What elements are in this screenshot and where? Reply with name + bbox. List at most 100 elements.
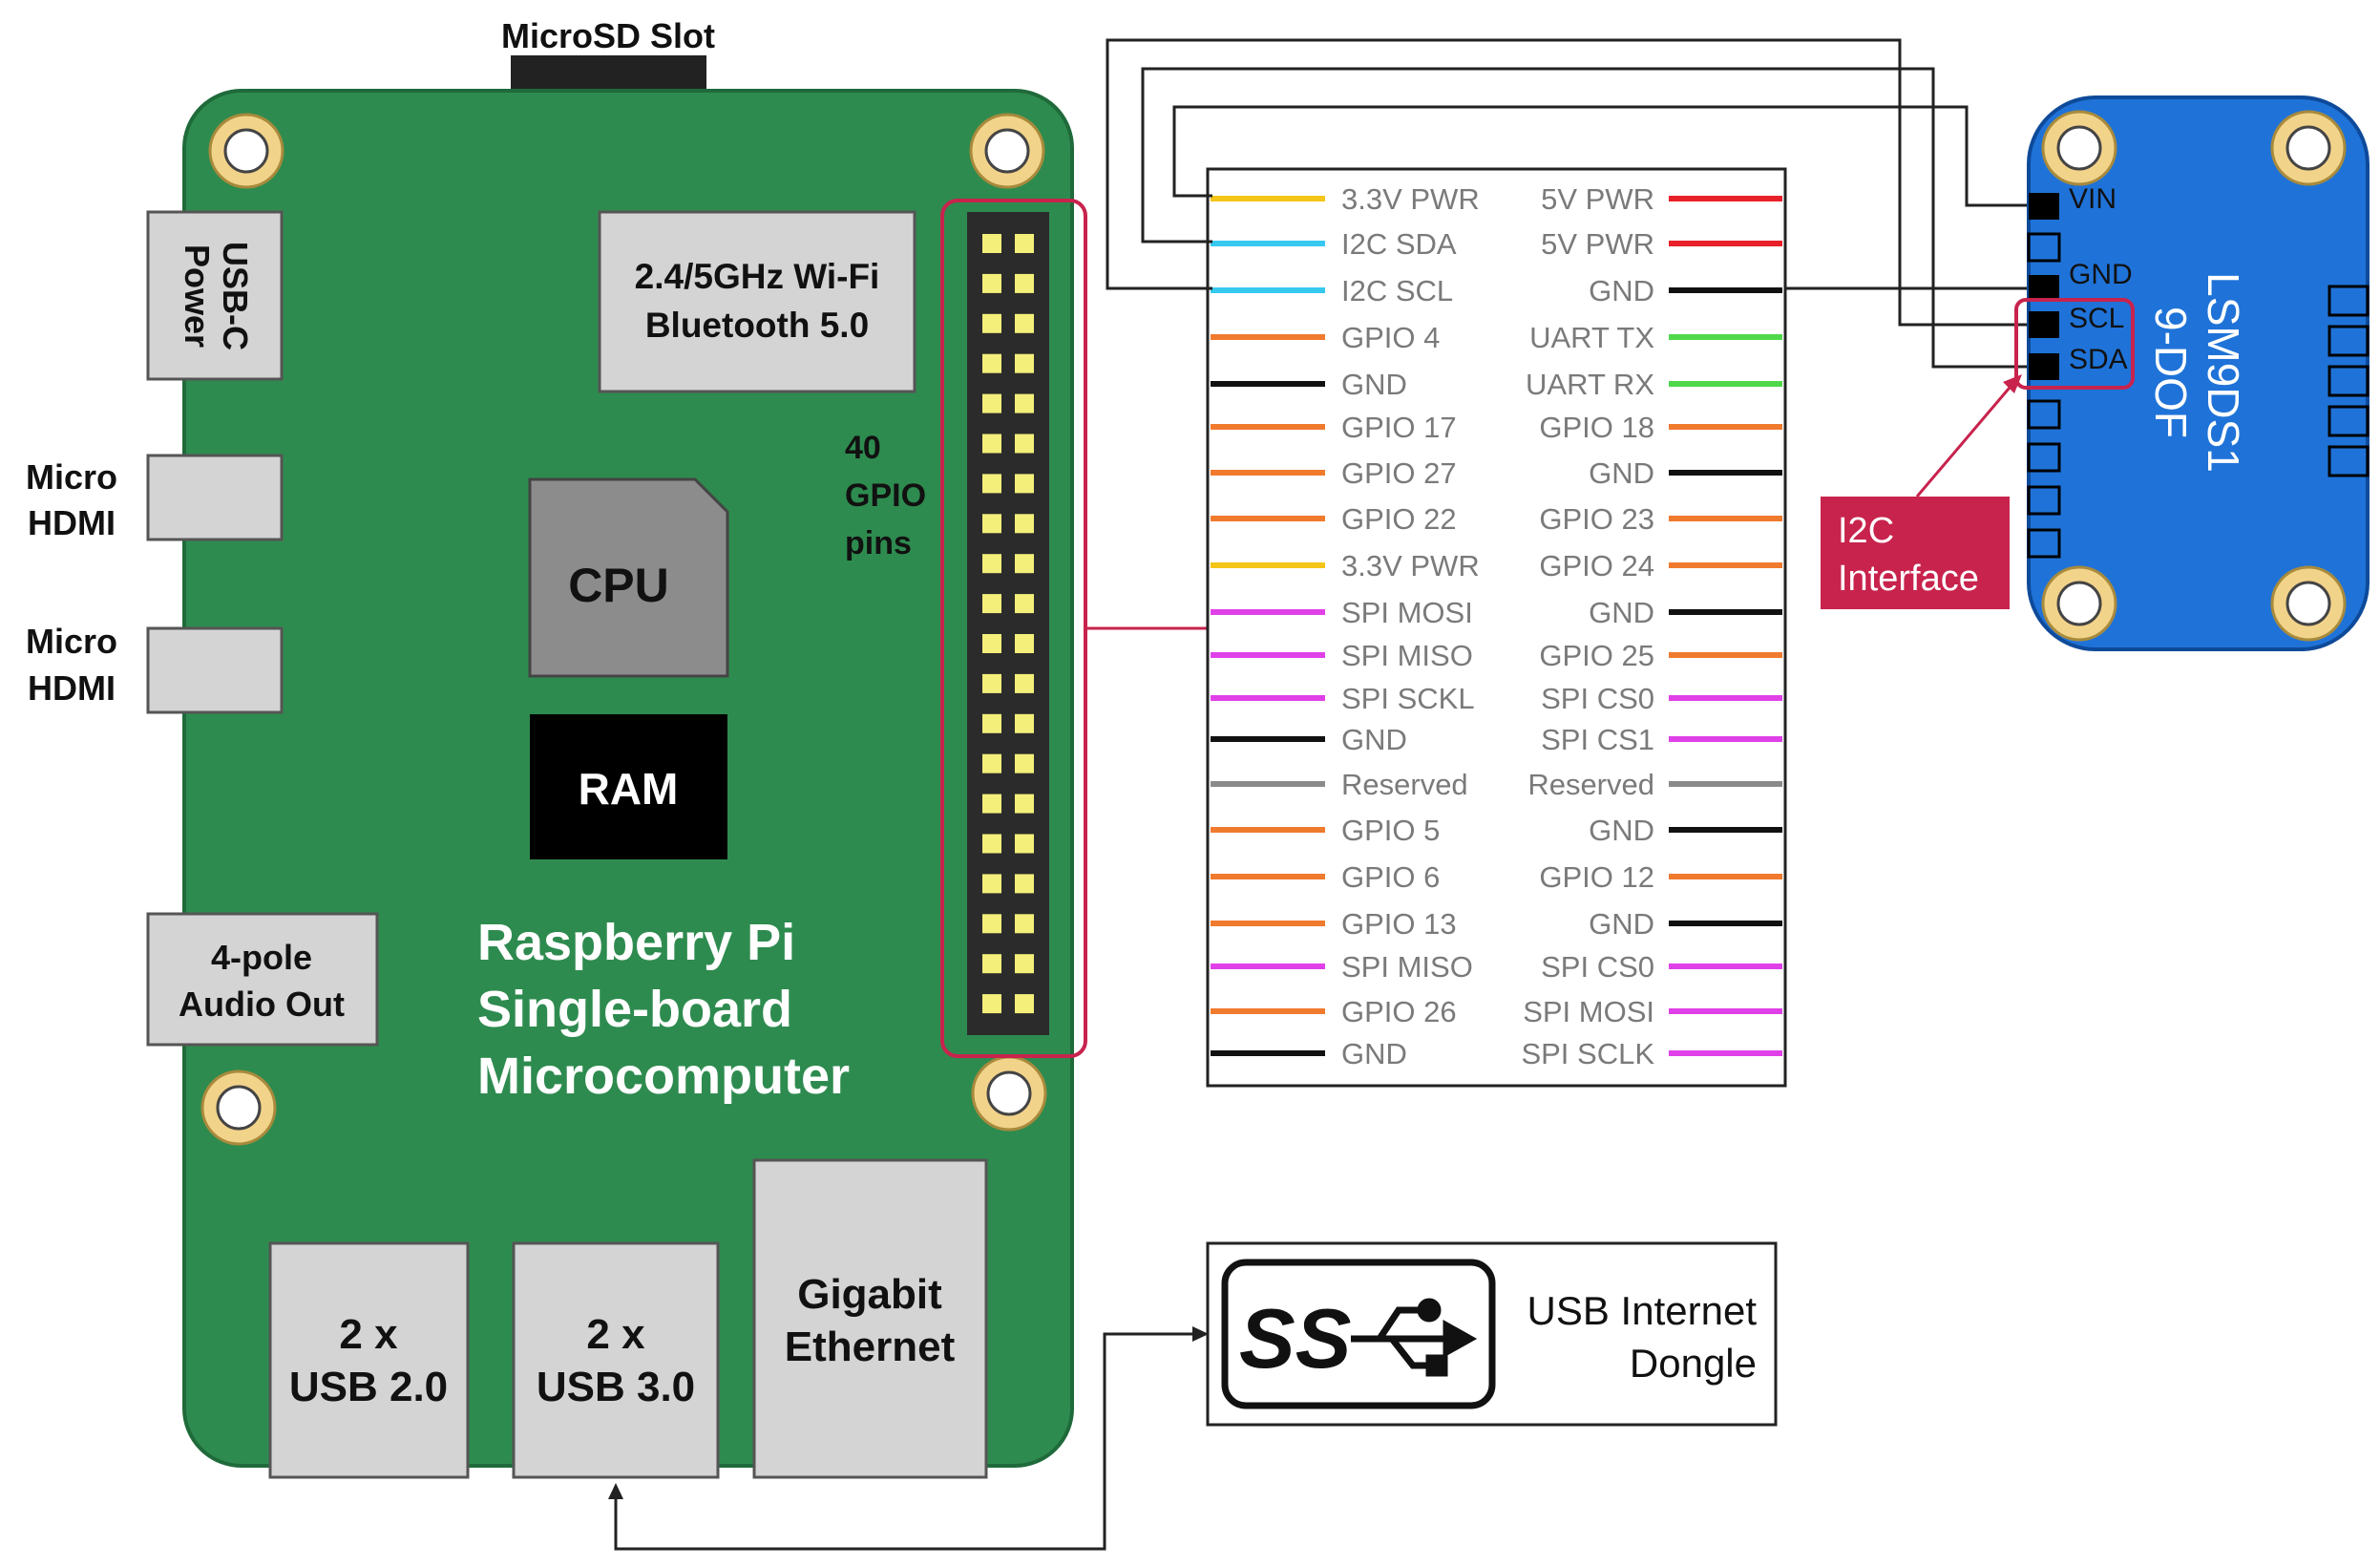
pinout-left-label: GPIO 17 bbox=[1341, 411, 1457, 444]
board-title-line2: Single-board bbox=[477, 981, 792, 1038]
sensor-pin-sda: SDA bbox=[2069, 344, 2128, 375]
gpio-pin bbox=[982, 954, 1001, 974]
gpio-header bbox=[967, 212, 1049, 1035]
gpio-pin bbox=[1015, 954, 1034, 974]
gpio-pin bbox=[1015, 713, 1034, 733]
gpio-pin bbox=[1015, 514, 1034, 534]
pinout-right-label: SPI CS0 bbox=[1541, 950, 1654, 984]
gpio-pin bbox=[982, 914, 1001, 934]
usb3-ports bbox=[512, 1241, 720, 1479]
gpio-pin bbox=[1015, 753, 1034, 773]
pinout-left-label: GPIO 13 bbox=[1341, 907, 1457, 941]
pinout-left-label: SPI SCKL bbox=[1341, 682, 1475, 715]
sensor-hole-bl-inner bbox=[2056, 581, 2102, 626]
pinout-right-label: GND bbox=[1589, 274, 1654, 307]
wifi-module bbox=[598, 210, 916, 393]
pad-vin bbox=[2029, 193, 2059, 220]
gpio-pin bbox=[1015, 393, 1034, 413]
i2c-callout-line2: Interface bbox=[1838, 559, 1979, 599]
rpad-3 bbox=[2327, 365, 2369, 397]
rpad-2 bbox=[2327, 325, 2369, 357]
usb2-label-line2: USB 2.0 bbox=[289, 1364, 448, 1410]
pinout-right-label: GPIO 12 bbox=[1539, 860, 1654, 894]
pinout-right-label: 5V PWR bbox=[1541, 182, 1654, 216]
pinout-left-label: GND bbox=[1341, 368, 1407, 401]
gpio-pin bbox=[1015, 794, 1034, 814]
microsd-label: MicroSD Slot bbox=[501, 16, 715, 55]
pinout-right-label: 5V PWR bbox=[1541, 227, 1654, 261]
gpio-label-line2: GPIO bbox=[845, 477, 926, 514]
pinout-left-label: GPIO 5 bbox=[1341, 814, 1440, 847]
usb3-arrowhead bbox=[608, 1483, 623, 1499]
ethernet-port bbox=[752, 1158, 988, 1479]
lsm9ds1-sensor: VIN GND SCL SDA LSM9DS1 9-DOF bbox=[2014, 95, 2369, 651]
hdmi2-label-line1: Micro bbox=[26, 622, 117, 661]
usb2-ports bbox=[268, 1241, 470, 1479]
gpio-pin bbox=[982, 994, 1001, 1014]
gpio-pin bbox=[1015, 273, 1034, 293]
pinout-left-label: 3.3V PWR bbox=[1341, 182, 1480, 216]
usb-trident-icon bbox=[1351, 1298, 1478, 1377]
usbc-port bbox=[146, 210, 284, 381]
gpio-label-line1: 40 bbox=[845, 430, 881, 466]
pinout-right-label: GPIO 23 bbox=[1539, 502, 1654, 536]
dongle-arrowhead bbox=[1192, 1326, 1209, 1342]
gpio-pin bbox=[1015, 594, 1034, 614]
pinout-right-label: GND bbox=[1589, 814, 1654, 847]
pinout-left-label: GPIO 26 bbox=[1341, 995, 1457, 1028]
mounting-hole-tr-inner bbox=[984, 128, 1030, 174]
pinout-left-label: GPIO 27 bbox=[1341, 456, 1457, 490]
board-title-line1: Raspberry Pi bbox=[477, 914, 795, 971]
usb3-label-line1: 2 x bbox=[586, 1311, 645, 1358]
gpio-pin bbox=[982, 353, 1001, 373]
gpio-pin bbox=[982, 753, 1001, 773]
pad-6 bbox=[2027, 399, 2061, 430]
pinout-right-label: UART RX bbox=[1526, 368, 1654, 401]
pinout-right-label: UART TX bbox=[1529, 321, 1654, 354]
pinout-right-label: SPI MOSI bbox=[1523, 995, 1654, 1028]
gpio-pin bbox=[1015, 673, 1034, 693]
gpio-pin bbox=[1015, 474, 1034, 494]
audio-jack bbox=[146, 912, 379, 1047]
pinout-left-label: SPI MOSI bbox=[1341, 596, 1473, 629]
i2c-callout-pointer bbox=[1915, 381, 2016, 498]
gpio-pin bbox=[982, 474, 1001, 494]
pinout-left-label: 3.3V PWR bbox=[1341, 549, 1480, 582]
mounting-hole-tl-inner bbox=[223, 128, 269, 174]
pinout-left-label: GPIO 6 bbox=[1341, 860, 1440, 894]
sensor-hole-tl-inner bbox=[2056, 125, 2102, 171]
hdmi1-label-line2: HDMI bbox=[28, 503, 116, 542]
pinout-right-label: GPIO 24 bbox=[1539, 549, 1654, 582]
micro-hdmi-port-1 bbox=[146, 454, 284, 541]
microsd-slot bbox=[511, 55, 706, 90]
pinout-right-label: GND bbox=[1589, 596, 1654, 629]
gpio-pin-grid bbox=[982, 234, 1034, 1014]
pinout-left-label: GND bbox=[1341, 723, 1407, 756]
pad-2 bbox=[2027, 232, 2061, 263]
cpu-label: CPU bbox=[568, 559, 669, 612]
gpio-pin bbox=[982, 514, 1001, 534]
usb2-label-line1: 2 x bbox=[339, 1311, 398, 1358]
gpio-pin bbox=[982, 673, 1001, 693]
i2c-callout-box bbox=[1821, 497, 2010, 609]
wifi-label-line1: 2.4/5GHz Wi-Fi bbox=[635, 257, 880, 296]
i2c-callout-line1: I2C bbox=[1838, 511, 1894, 551]
hdmi1-label-line1: Micro bbox=[26, 457, 117, 497]
pinout-left-label: SPI MISO bbox=[1341, 639, 1473, 672]
wire-3v3-to-vin bbox=[1172, 105, 2043, 207]
wire-sda-to-sda bbox=[1141, 67, 2043, 369]
pinout-right-label: SPI CS1 bbox=[1541, 723, 1654, 756]
sensor-title-line2: 9-DOF bbox=[2146, 307, 2196, 438]
gpio-pin bbox=[1015, 914, 1034, 934]
sensor-pin-scl: SCL bbox=[2069, 303, 2124, 334]
usb3-label-line2: USB 3.0 bbox=[537, 1364, 695, 1410]
gpio-pin bbox=[1015, 434, 1034, 454]
dongle-label-line1: USB Internet bbox=[1527, 1288, 1758, 1333]
ss-usb-logo-frame bbox=[1221, 1259, 1496, 1409]
pinout-right-label: GND bbox=[1589, 456, 1654, 490]
audio-label-line2: Audio Out bbox=[179, 985, 345, 1024]
wifi-label-line2: Bluetooth 5.0 bbox=[645, 306, 869, 345]
